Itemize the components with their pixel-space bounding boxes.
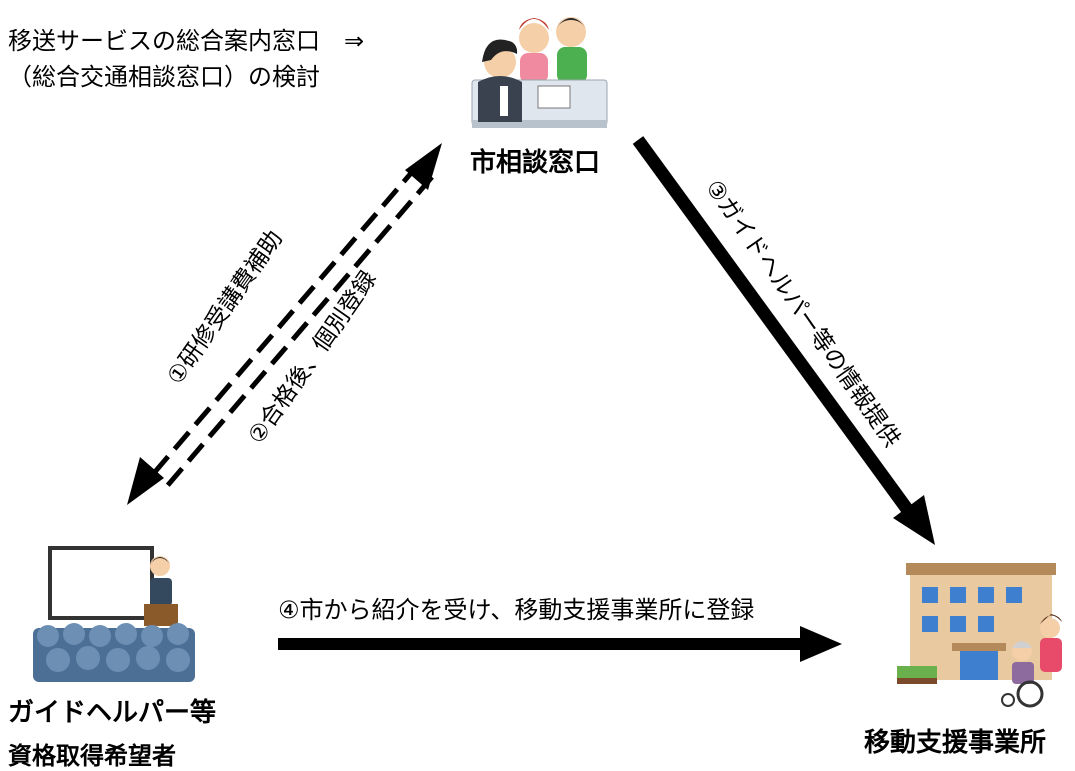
arrow-city-office xyxy=(632,136,935,545)
applicant-label-line1: ガイドヘルパー等 xyxy=(8,698,217,728)
arrowhead-down xyxy=(127,457,164,505)
office-label: 移動支援事業所 xyxy=(864,728,1047,758)
applicant-label-line2: 資格取得希望者 xyxy=(8,742,176,770)
edge-label-referral: ④市から紹介を受け、移動支援事業所に登録 xyxy=(278,596,755,624)
double-dashed-arrow-city-applicant xyxy=(127,143,442,505)
note-line-2: （総合交通相談窓口）の検討 xyxy=(8,63,320,91)
arrow-applicant-office xyxy=(278,626,842,662)
lecture-audience-icon xyxy=(33,546,195,682)
care-facility-icon xyxy=(897,563,1062,708)
city-consultation-label: 市相談窓口 xyxy=(470,148,601,178)
arrowhead-office-horiz xyxy=(800,626,842,662)
consultation-desk-icon xyxy=(471,17,608,128)
arrowhead-up xyxy=(405,143,442,190)
arrowhead-office-diag xyxy=(893,495,935,545)
note-line-1: 移送サービスの総合案内窓口 ⇒ xyxy=(8,27,365,55)
